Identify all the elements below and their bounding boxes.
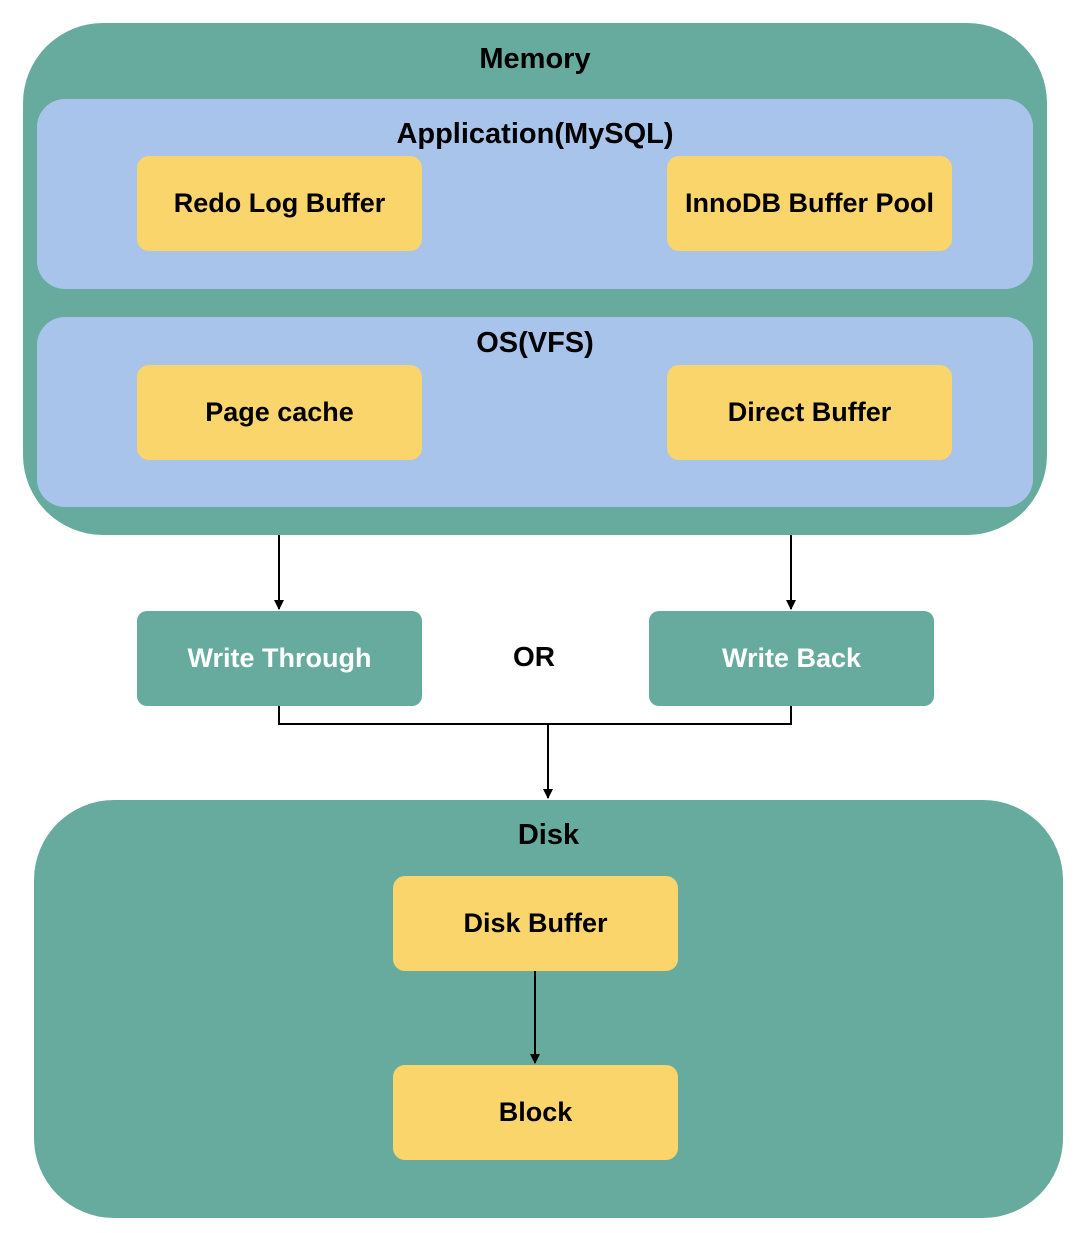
memory-title: Memory bbox=[479, 43, 591, 75]
disk-buffer-node: Disk Buffer bbox=[393, 876, 678, 971]
write-through-node: Write Through bbox=[137, 611, 422, 706]
write-modes-merge-line bbox=[278, 706, 792, 725]
disk-title: Disk bbox=[517, 819, 580, 851]
os-title: OS(VFS) bbox=[476, 327, 594, 359]
page-cache-node: Page cache bbox=[137, 365, 422, 460]
or-label: OR bbox=[513, 641, 555, 672]
application-title: Application(MySQL) bbox=[396, 118, 674, 150]
block-node: Block bbox=[393, 1065, 678, 1160]
direct-buffer-node: Direct Buffer bbox=[667, 365, 952, 460]
redo-log-buffer-node: Redo Log Buffer bbox=[137, 156, 422, 251]
write-back-node: Write Back bbox=[649, 611, 934, 706]
innodb-buffer-pool-node: InnoDB Buffer Pool bbox=[667, 156, 952, 251]
